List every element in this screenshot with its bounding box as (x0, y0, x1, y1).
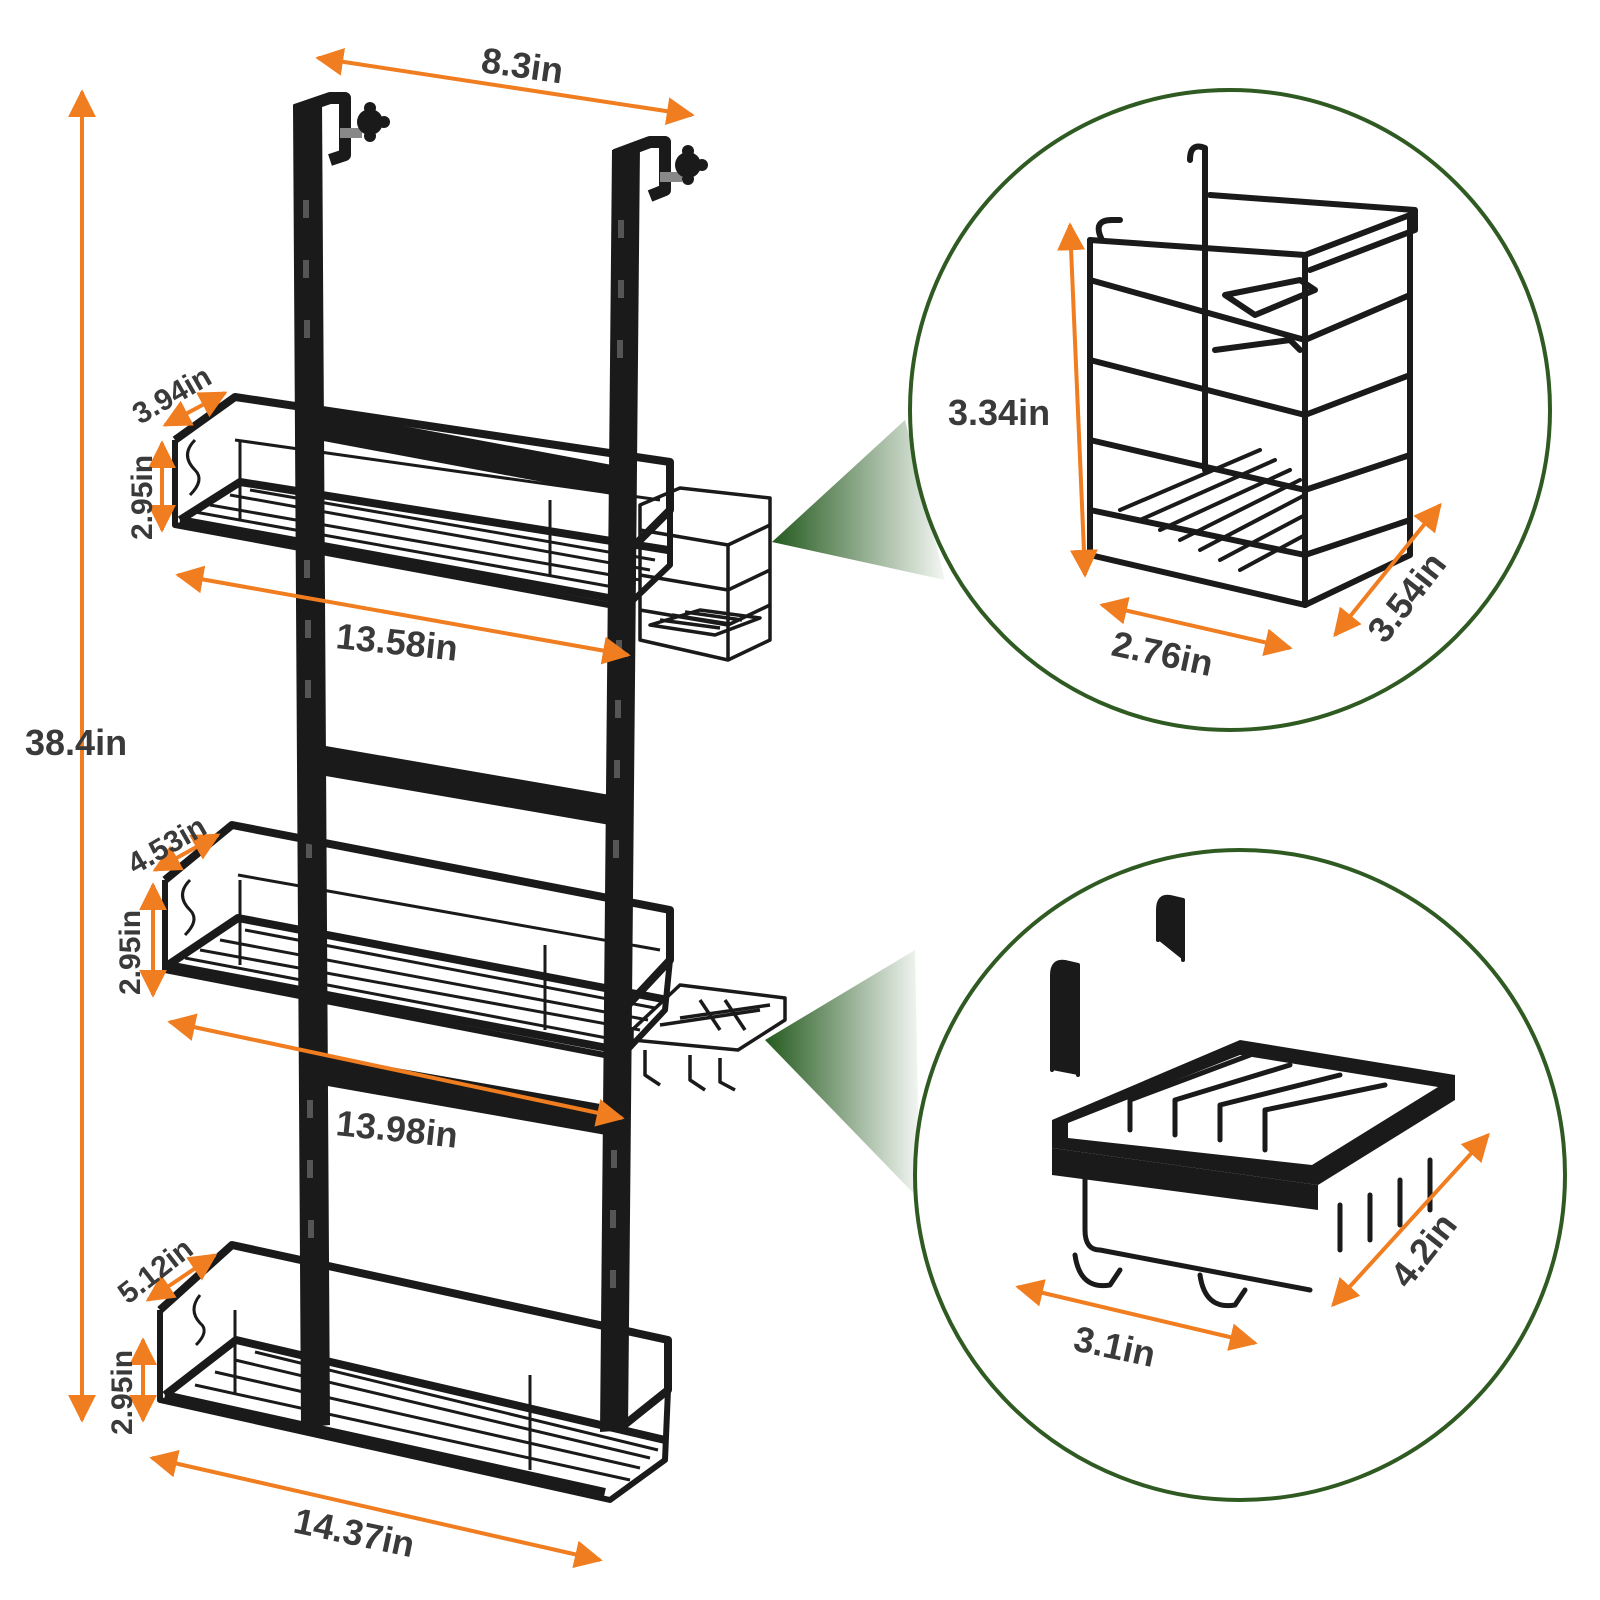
shelf2-length-label: 13.98in (334, 1102, 460, 1156)
basket-height-label: 3.34in (948, 392, 1050, 433)
shelf3-height-label: 2.95in (106, 1350, 139, 1435)
shelf1-height-label: 2.95in (126, 455, 159, 540)
cross-bar-2 (320, 745, 610, 825)
basket-width-arrow (1099, 596, 1293, 657)
shelf-3 (157, 1241, 672, 1503)
soap-width-arrow (1015, 1279, 1258, 1351)
basket-depth-arrow (1333, 502, 1442, 638)
caddy-frame (293, 92, 708, 1432)
shelf-1 (172, 393, 674, 611)
cross-bar-1 (318, 410, 612, 495)
shampoo-basket (638, 486, 772, 662)
zoom-beam-basket (772, 420, 945, 580)
shelf1-depth-arrow (162, 391, 228, 427)
shelf2-depth-label: 4.53in (122, 810, 212, 881)
right-upright (600, 145, 640, 1432)
shelf2-length-arrow (167, 1013, 625, 1127)
shelf-2 (162, 821, 674, 1061)
right-tighten-knob-icon (660, 145, 708, 185)
total-height-label: 38.4in (25, 722, 127, 763)
soap-dish-small (630, 983, 787, 1092)
shelf3-depth-label: 5.12in (112, 1232, 199, 1310)
zoom-beam-soap-dish (765, 950, 920, 1200)
shelf3-length-label: 14.37in (290, 1500, 418, 1565)
top-width-arrow (315, 47, 695, 126)
shelf3-length-arrow (149, 1449, 603, 1569)
shelf2-depth-arrow (152, 833, 221, 872)
basket-height-arrow (1057, 222, 1098, 578)
dimension-arrows (68, 47, 1490, 1569)
shelf1-length-arrow (175, 565, 631, 665)
soap-depth-arrow (1331, 1132, 1490, 1308)
shelf2-height-label: 2.95in (114, 910, 147, 995)
shelf3-depth-arrow (145, 1253, 218, 1302)
